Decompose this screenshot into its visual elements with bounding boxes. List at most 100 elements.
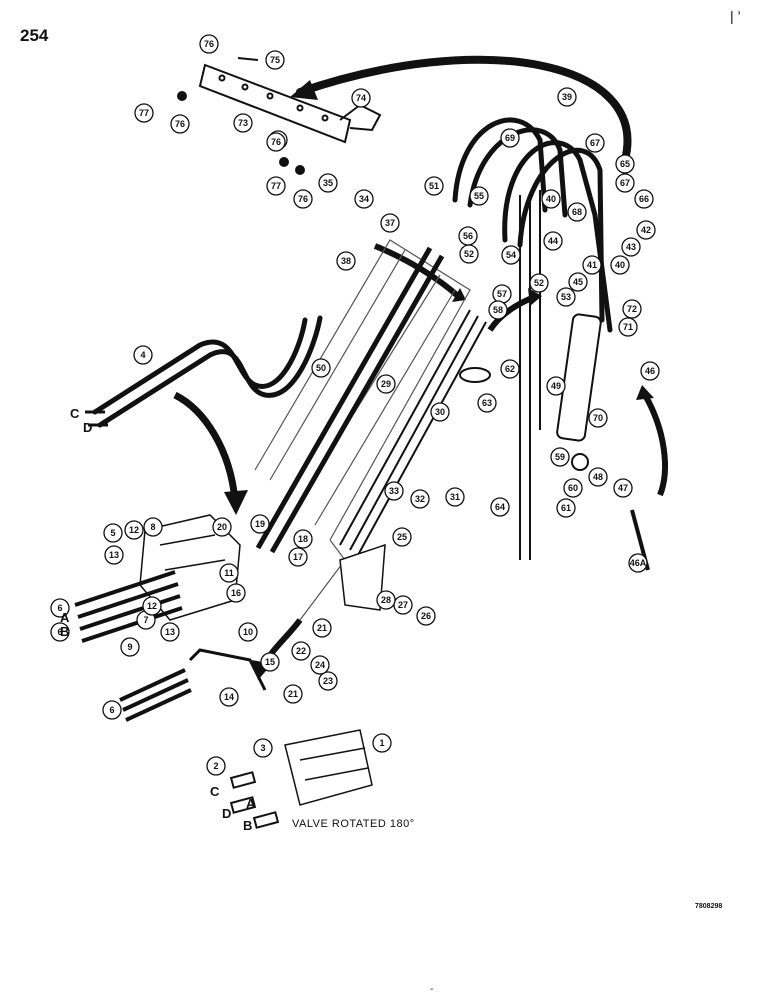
callout-38: 38 [336,251,356,271]
callout-circle [103,523,123,543]
callout-39: 39 [557,87,577,107]
callout-number: 11 [224,568,234,578]
callout-number: 46A [630,558,647,568]
callout-number: 9 [127,642,132,652]
callout-35: 35 [318,173,338,193]
boom-hoses [255,246,445,554]
bottom-mark: - [430,984,434,995]
callout-number: 28 [381,595,391,605]
callout-circle [384,481,404,501]
callout-60: 60 [563,478,583,498]
port-letter-D: D [222,806,231,821]
callout-number: 73 [238,118,248,128]
callout-12: 12 [142,596,162,616]
callout-number: 60 [568,483,578,493]
callout-circle [568,272,588,292]
callout-number: 3 [260,743,265,753]
callout-1: 1 [372,733,392,753]
callout-circle [142,596,162,616]
callout-number: 15 [265,657,275,667]
callout-number: 29 [381,379,391,389]
callout-circle [124,520,144,540]
callout-circle [501,245,521,265]
control-valve [284,729,373,806]
callout-12: 12 [124,520,144,540]
callout-67: 67 [585,133,605,153]
callout-circle [430,402,450,422]
bracket-25 [339,543,386,611]
callout-circle [318,173,338,193]
callout-number: 23 [323,676,333,686]
callout-circle [500,359,520,379]
callout-72: 72 [622,299,642,319]
callout-number: 66 [639,194,649,204]
callout-circle [634,189,654,209]
callout-69: 69 [500,128,520,148]
callout-number: 20 [217,522,227,532]
callout-number: 41 [587,260,597,270]
callout-number: 38 [341,256,351,266]
callout-circle [266,176,286,196]
callout-circle [477,393,497,413]
callout-number: 13 [165,627,175,637]
callout-70: 70 [588,408,608,428]
callout-number: 53 [561,292,571,302]
callout-29: 29 [376,374,396,394]
curved-arrow-mid [487,295,534,332]
callout-27: 27 [393,595,413,615]
callout-number: 30 [435,407,445,417]
callout-43: 43 [621,237,641,257]
callout-52: 52 [529,273,549,293]
callout-number: 55 [474,191,484,201]
callout-circle [458,226,478,246]
callout-circle [143,517,163,537]
callout-67: 67 [615,173,635,193]
callout-49: 49 [546,376,566,396]
callout-circle [424,176,444,196]
callout-number: 59 [555,452,565,462]
callout-circle [291,641,311,661]
callout-circle [311,358,331,378]
callout-circle [293,189,313,209]
callout-circle [615,173,635,193]
callout-circle [206,756,226,776]
callout-74: 74 [351,88,371,108]
callout-14: 14 [219,687,239,707]
hoses-4 [92,315,323,428]
callout-circle [628,553,648,573]
callout-10: 10 [238,622,258,642]
callout-number: 17 [293,552,303,562]
valve-caption: VALVE ROTATED 180° [292,818,415,830]
callout-number: 65 [620,159,630,169]
callout-circle [318,671,338,691]
callout-circle [104,545,124,565]
callout-50: 50 [311,358,331,378]
callout-circle [283,684,303,704]
callout-number: 33 [389,486,399,496]
boom-tubes [339,309,487,556]
callout-number: 77 [271,181,281,191]
callout-77: 77 [134,103,154,123]
callout-number: 19 [255,519,265,529]
callout-13: 13 [160,622,180,642]
callout-circle [380,213,400,233]
callout-13: 13 [104,545,124,565]
curved-arrow-right [642,393,668,497]
callout-circle [546,376,566,396]
callout-number: 6 [57,603,62,613]
curved-arrow-left [173,391,239,501]
callout-circle [500,128,520,148]
callout-circle [288,547,308,567]
valve-fittings [229,771,280,829]
callout-37: 37 [380,213,400,233]
callout-number: 76 [204,39,214,49]
callout-number: 31 [450,492,460,502]
port-letter-D: D [83,420,92,435]
callout-15: 15 [260,652,280,672]
callout-circle [621,237,641,257]
callout-76: 76 [293,189,313,209]
callout-circle [376,590,396,610]
callout-circle [351,88,371,108]
callout-30: 30 [430,402,450,422]
callout-circle [490,497,510,517]
